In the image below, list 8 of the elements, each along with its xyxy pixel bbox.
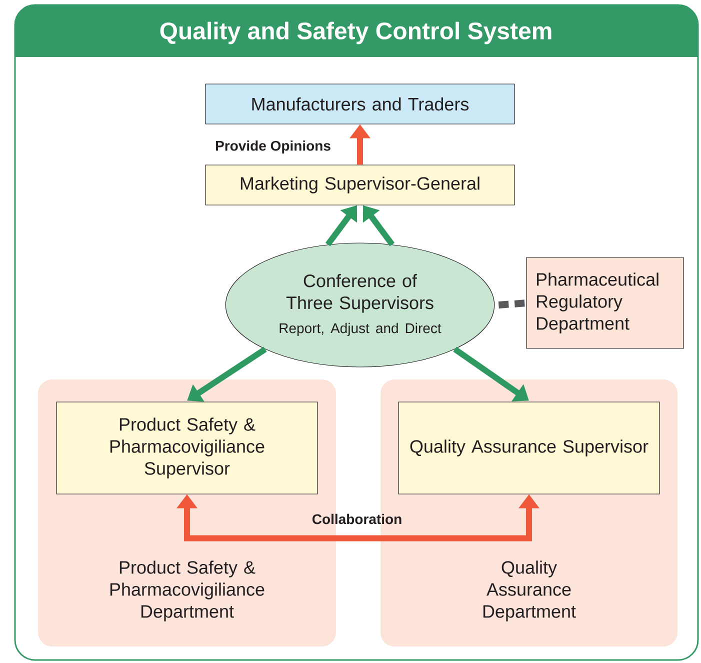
edge-label: Collaboration	[312, 514, 402, 524]
supervisor-box: Quality Assurance Supervisor	[398, 402, 660, 494]
title: Quality and Safety Control System	[160, 22, 552, 44]
organization-box: Manufacturers and Traders	[205, 84, 515, 124]
supervisor-box: Marketing Supervisor-General	[205, 164, 515, 206]
department-box: Pharmaceutical Regulatory Department	[526, 257, 684, 349]
supervisor-box: Product Safety & Pharmacovigiliance Supervisor	[56, 402, 318, 494]
edge-label: Provide Opinions	[216, 140, 330, 154]
